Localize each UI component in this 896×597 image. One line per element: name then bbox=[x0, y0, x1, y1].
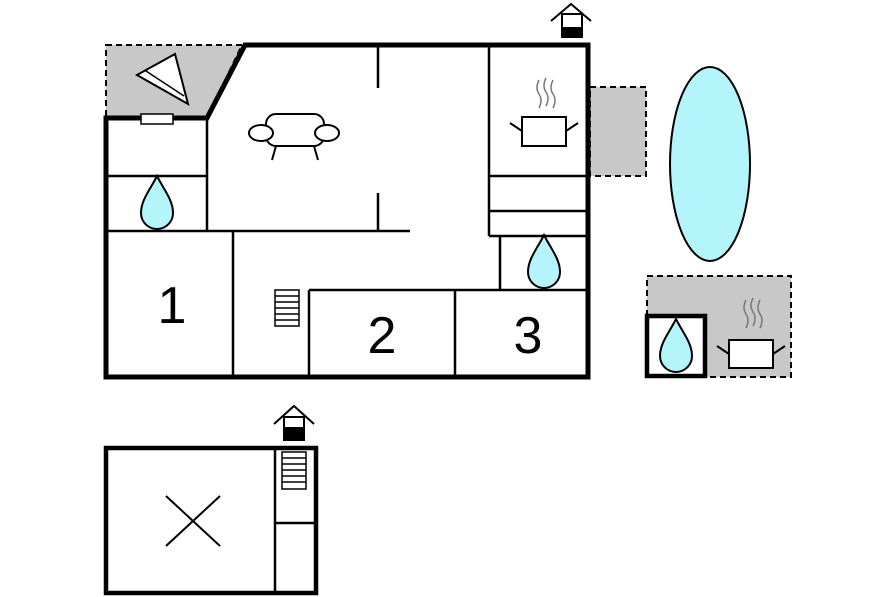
room-1-label: 1 bbox=[158, 277, 187, 335]
sofa-icon bbox=[248, 113, 340, 161]
stairs-icon bbox=[274, 289, 300, 327]
lower-floor-outline bbox=[103, 445, 319, 596]
sunbed-icon bbox=[134, 52, 190, 107]
entrance-icon bbox=[550, 2, 592, 38]
room-3-label: 3 bbox=[514, 307, 543, 365]
room-2-label: 2 bbox=[368, 307, 397, 365]
water-drop-icon bbox=[139, 173, 175, 230]
window-icon bbox=[140, 113, 174, 125]
cooking-pot-icon bbox=[716, 297, 786, 369]
water-drop-icon bbox=[658, 316, 694, 373]
cross-icon bbox=[165, 495, 221, 547]
pool-icon bbox=[669, 66, 751, 262]
entrance-icon bbox=[273, 404, 315, 441]
stairs-icon bbox=[281, 451, 307, 490]
cooking-pot-icon bbox=[509, 77, 579, 147]
interior-walls bbox=[106, 45, 588, 377]
terrace-right bbox=[589, 86, 647, 177]
water-drop-icon bbox=[526, 232, 562, 289]
